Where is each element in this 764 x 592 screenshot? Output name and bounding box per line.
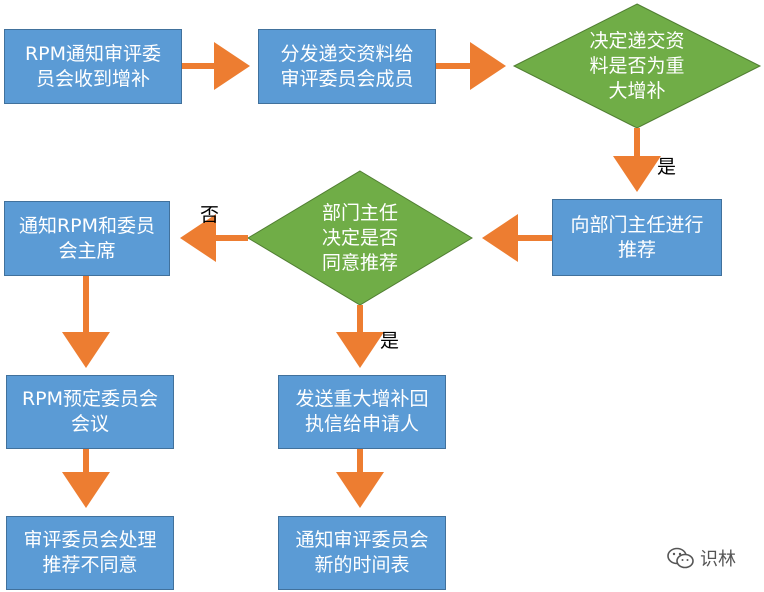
node-label: 审评委员会处理推荐不同意	[23, 529, 157, 576]
node-label: RPM通知审评委员会收到增补	[24, 42, 162, 90]
edge-label-no: 否	[200, 204, 220, 226]
node-label: 发送重大增补回执信给申请人	[295, 388, 429, 435]
node-label: RPM预定委员会会议	[21, 388, 159, 435]
watermark-text: 识林	[700, 549, 736, 570]
node-label: 部门主任决定是否同意推荐	[321, 201, 398, 274]
node-notify-rpm-chair: 通知RPM和委员会主席	[4, 201, 170, 276]
wechat-icon	[667, 547, 694, 569]
node-label: 通知RPM和委员会主席	[18, 214, 156, 262]
node-recommend-to-director: 向部门主任进行推荐	[552, 199, 722, 276]
node-committee-handle-disagreement: 审评委员会处理推荐不同意	[6, 516, 174, 590]
node-send-acknowledgement-letter: 发送重大增补回执信给申请人	[278, 375, 446, 449]
node-label: 通知审评委员会新的时间表	[295, 529, 429, 576]
edge-label-yes-approve: 是	[380, 330, 400, 352]
decision-text-director-approval: 部门主任决定是否同意推荐	[305, 198, 415, 278]
watermark: 识林	[666, 545, 736, 571]
decision-text-major-supplement: 决定递交资料是否为重大增补	[577, 28, 697, 104]
node-label: 分发递交资料给审评委员会成员	[280, 42, 414, 90]
edge-label-yes-major: 是	[657, 156, 677, 178]
node-rpm-schedule-meeting: RPM预定委员会会议	[6, 375, 174, 449]
node-label: 决定递交资料是否为重大增补	[589, 29, 685, 102]
node-notify-new-timeline: 通知审评委员会新的时间表	[278, 516, 446, 590]
node-label: 向部门主任进行推荐	[570, 213, 704, 261]
node-distribute-materials: 分发递交资料给审评委员会成员	[258, 29, 436, 104]
node-rpm-notify-committee: RPM通知审评委员会收到增补	[4, 29, 182, 104]
